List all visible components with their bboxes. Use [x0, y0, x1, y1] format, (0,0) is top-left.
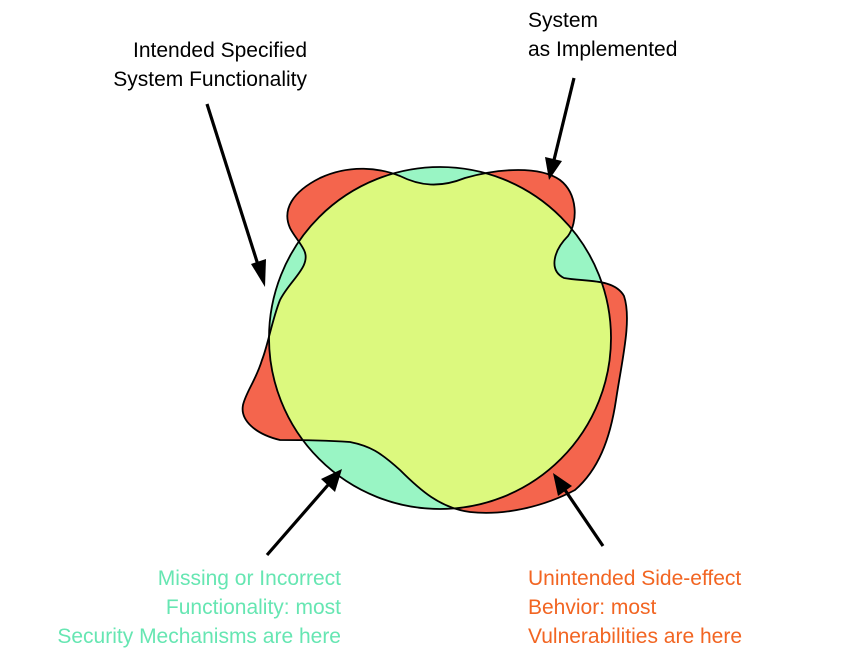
arrow-unintended — [563, 489, 605, 547]
label-missing-line-2: Functionality: most — [165, 596, 341, 619]
label-implemented-line-2: as Implemented — [528, 38, 678, 61]
intended-specified-outline — [268, 166, 612, 510]
overlap-region — [269, 168, 611, 509]
arrows — [205, 77, 605, 557]
arrow-implemented-head — [545, 157, 562, 180]
arrow-missing-head — [321, 469, 342, 492]
label-intended-line-2: System Functionality — [113, 68, 307, 91]
label-intended-specified: Intended Specified System Functionality — [113, 36, 307, 94]
label-implemented-line-1: System — [528, 9, 599, 32]
arrow-intended-head — [251, 259, 266, 287]
arrow-unintended-head — [553, 473, 572, 496]
label-unintended-line-1: Unintended Side-effect — [528, 567, 742, 590]
label-missing-functionality: Missing or Incorrect Functionality: most… — [57, 564, 341, 651]
label-missing-line-3: Security Mechanisms are here — [57, 625, 341, 648]
label-intended-line-1: Intended Specified — [133, 39, 307, 62]
arrow-intended — [205, 103, 261, 269]
label-unintended-behavior: Unintended Side-effect Behvior: most Vul… — [528, 564, 742, 651]
system-as-implemented-outline — [241, 167, 628, 514]
label-unintended-line-3: Vulnerabilities are here — [528, 625, 743, 648]
label-system-implemented: System as Implemented — [528, 6, 677, 64]
arrow-implemented — [552, 77, 576, 161]
label-unintended-line-2: Behvior: most — [528, 596, 657, 619]
label-missing-line-1: Missing or Incorrect — [157, 567, 341, 590]
arrow-missing — [265, 483, 330, 557]
